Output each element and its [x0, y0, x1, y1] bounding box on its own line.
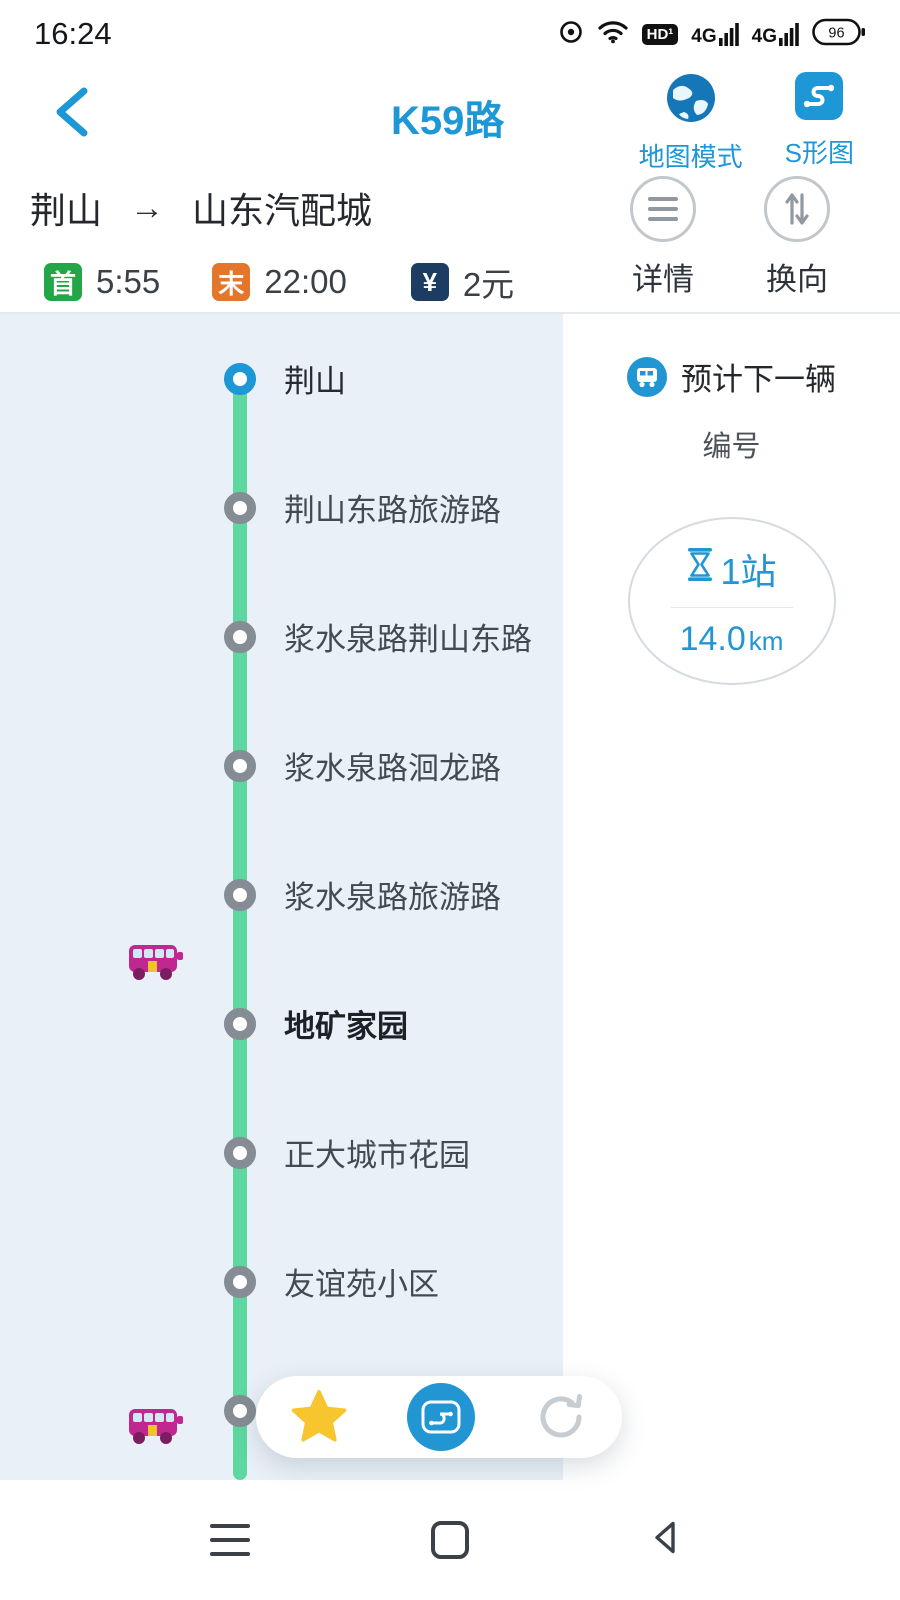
route-origin: 荆山	[30, 190, 103, 231]
s-diagram-button[interactable]: S形图	[785, 72, 854, 174]
signal-icon-1: 4G	[691, 22, 739, 46]
eta-divider	[670, 607, 793, 608]
last-bus-time: 22:00	[264, 263, 347, 300]
refresh-button[interactable]	[534, 1390, 588, 1444]
favorite-button[interactable]	[290, 1389, 348, 1445]
location-icon	[558, 19, 584, 50]
status-bar: 16:24 HD¹ 4G 4G	[0, 0, 900, 58]
stop-name: 浆水泉路洄龙路	[284, 751, 501, 786]
next-bus-header: 预计下一辆	[627, 354, 836, 399]
eta-distance-value: 14.0	[679, 620, 746, 658]
stop-name: 浆水泉路荆山东路	[284, 622, 532, 657]
nav-home-button[interactable]	[431, 1521, 469, 1559]
next-bus-subtitle: 编号	[702, 431, 761, 463]
main-content: 荆山 荆山东路旅游路 浆水泉路荆山东路 浆水泉路洄龙路 浆水泉路旅游路 地矿家园…	[0, 314, 900, 1480]
reverse-label: 换向	[766, 262, 828, 297]
nav-menu-button[interactable]	[210, 1524, 250, 1556]
android-nav-bar	[0, 1480, 900, 1600]
star-icon	[291, 1389, 347, 1442]
stop-row[interactable]	[0, 1346, 563, 1475]
wifi-icon	[597, 19, 629, 49]
stop-name: 友谊苑小区	[284, 1267, 439, 1302]
stop-dot-icon	[224, 1265, 256, 1298]
refresh-icon	[540, 1394, 582, 1438]
header-actions: 地图模式 S形图	[639, 72, 854, 174]
bus-marker-icon	[128, 938, 186, 987]
hourglass-icon	[686, 548, 714, 590]
map-mode-button[interactable]: 地图模式	[639, 72, 743, 174]
stop-dot-icon	[224, 1007, 256, 1040]
next-bus-title: 预计下一辆	[681, 362, 836, 397]
nav-back-icon	[655, 1521, 675, 1554]
page-title: K59路	[391, 99, 505, 143]
s-diagram-label: S形图	[784, 138, 854, 168]
stop-row[interactable]: 地矿家园	[0, 959, 563, 1088]
stop-dot-icon	[224, 1136, 256, 1169]
route-diagram-icon	[421, 1400, 461, 1434]
route-endpoints: 荆山 → 山东汽配城	[30, 182, 900, 234]
route-summary: 荆山 → 山东汽配城 首 5:55 末 22:00 ¥ 2元 详情	[0, 168, 900, 314]
stops-list: 荆山 荆山东路旅游路 浆水泉路荆山东路 浆水泉路洄龙路 浆水泉路旅游路 地矿家园…	[0, 314, 563, 1475]
stop-row[interactable]: 荆山	[0, 314, 563, 443]
stop-dot-icon	[224, 491, 256, 524]
eta-stops: 1站	[686, 543, 777, 595]
stop-dot-icon	[224, 1394, 256, 1427]
status-icons: HD¹ 4G 4G 96	[558, 18, 866, 51]
map-mode-label: 地图模式	[638, 142, 743, 172]
svg-text:96: 96	[828, 25, 844, 41]
reverse-direction-button[interactable]: 换向	[733, 176, 861, 299]
stop-name: 地矿家园	[284, 1009, 408, 1044]
stop-name: 浆水泉路旅游路	[284, 880, 501, 915]
stop-row[interactable]: 浆水泉路旅游路	[0, 830, 563, 959]
stop-dot-icon	[224, 878, 256, 911]
route-diagram-button[interactable]	[407, 1383, 475, 1451]
bus-marker-icon	[128, 1402, 186, 1451]
eta-circle: 1站 14.0 km	[627, 517, 836, 685]
details-icon	[630, 176, 696, 242]
route-line	[233, 378, 247, 1480]
stop-dot-icon	[224, 362, 256, 395]
header: K59路 地图模式	[0, 58, 900, 172]
floating-toolbar	[256, 1376, 622, 1458]
reverse-icon	[764, 176, 830, 242]
bus-icon	[627, 356, 667, 397]
first-bus-badge: 首	[44, 263, 82, 301]
details-button[interactable]: 详情	[599, 176, 727, 299]
details-label: 详情	[632, 262, 694, 297]
eta-distance-unit: km	[748, 626, 784, 656]
status-time: 16:24	[34, 16, 112, 51]
stop-dot-icon	[224, 620, 256, 653]
arrow-icon: →	[130, 188, 165, 227]
last-bus-badge: 末	[212, 263, 251, 301]
battery-icon: 96	[812, 18, 866, 51]
route-panel: 荆山 荆山东路旅游路 浆水泉路荆山东路 浆水泉路洄龙路 浆水泉路旅游路 地矿家园…	[0, 314, 563, 1480]
stop-row[interactable]: 浆水泉路荆山东路	[0, 572, 563, 701]
back-button[interactable]	[52, 86, 92, 143]
stop-name: 荆山	[284, 364, 346, 399]
s-diagram-icon	[795, 72, 844, 125]
route-destination: 山东汽配城	[192, 190, 373, 231]
eta-distance: 14.0 km	[680, 620, 784, 659]
stop-row[interactable]: 正大城市花园	[0, 1088, 563, 1217]
stop-name: 正大城市花园	[284, 1138, 470, 1173]
hd-icon: HD¹	[641, 23, 679, 45]
signal-icon-2: 4G	[752, 22, 799, 46]
eta-stops-value: 1站	[720, 551, 777, 592]
back-chevron-icon	[56, 87, 88, 137]
next-bus-panel: 预计下一辆 编号 1站 14.0 km	[563, 314, 900, 1480]
fare-value: 2元	[462, 266, 515, 303]
stop-name: 荆山东路旅游路	[284, 493, 501, 528]
fare-badge: ¥	[410, 263, 449, 301]
stop-row[interactable]: 友谊苑小区	[0, 1217, 563, 1346]
stop-dot-icon	[224, 749, 256, 782]
stop-row[interactable]: 浆水泉路洄龙路	[0, 701, 563, 830]
stop-row[interactable]: 荆山东路旅游路	[0, 443, 563, 572]
first-bus-time: 5:55	[96, 263, 161, 300]
globe-icon	[665, 72, 717, 129]
route-times: 首 5:55 末 22:00 ¥ 2元	[30, 258, 900, 306]
nav-back-button[interactable]	[646, 1519, 684, 1562]
